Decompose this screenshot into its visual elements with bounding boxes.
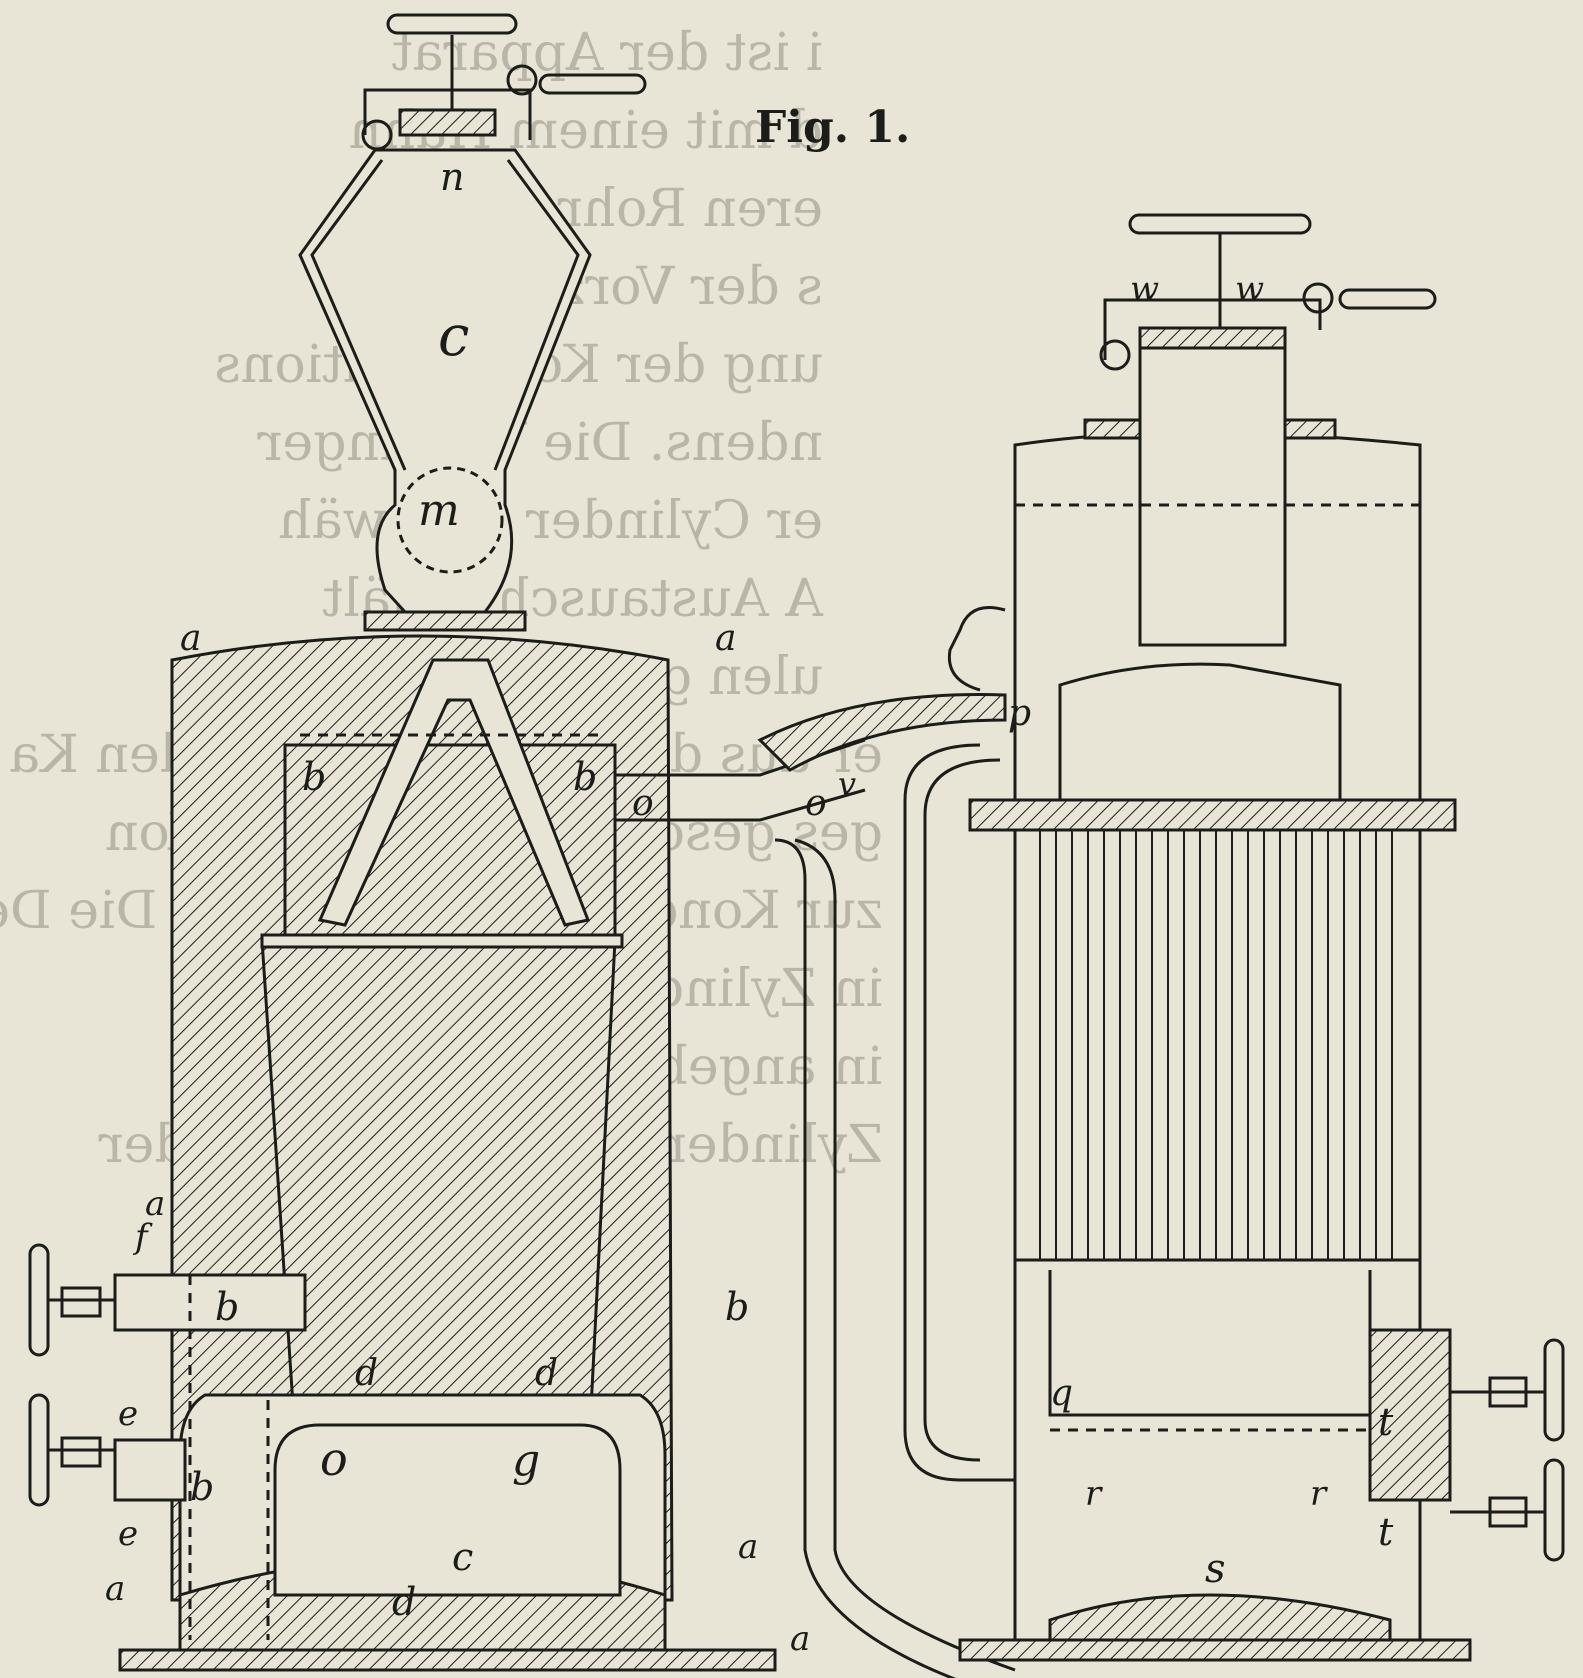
top-valve-yoke [363, 88, 532, 140]
label-o-left: o [632, 783, 654, 824]
label-d-right: d [535, 1353, 558, 1394]
label-a-base-right: a [738, 1527, 758, 1567]
label-e-lower: e [118, 1514, 138, 1554]
label-c-funnel: c [438, 304, 469, 369]
neck-ball [396, 466, 504, 574]
top-valve-pivot-right [506, 64, 538, 96]
label-g: g [512, 1435, 540, 1486]
right-base-plate [958, 1638, 1472, 1662]
right-top-pivot-left [1099, 339, 1131, 371]
right-lower-handwheel [1543, 1458, 1565, 1562]
label-a-top-right: a [715, 618, 736, 659]
label-c-base: c [452, 1535, 473, 1579]
top-bypass [947, 606, 1006, 692]
lower-handwheel [28, 1393, 50, 1507]
right-top-pivot-right [1302, 282, 1334, 314]
right-top-lever [1338, 288, 1437, 310]
label-r-right: r [1310, 1474, 1328, 1514]
upper-left-port [113, 1273, 307, 1332]
label-v: v [838, 765, 856, 803]
label-w-left: w [1130, 269, 1159, 309]
hopper-shell [298, 148, 592, 614]
label-b-mid-left: b [215, 1285, 239, 1329]
upper-handwheel [28, 1243, 50, 1357]
label-a-left-lower: a [105, 1569, 125, 1609]
hopper-inner [310, 159, 580, 471]
label-b-upper-right: b [573, 755, 597, 799]
ghost-text-line: ndens. Die Vorsänger [257, 413, 823, 473]
right-top-handwheel [1128, 213, 1312, 235]
left-valves [28, 1243, 115, 1507]
label-w-right: w [1235, 269, 1264, 309]
top-valve-block [398, 108, 497, 137]
label-a-left-upper: a [145, 1184, 165, 1224]
label-o-right: o [805, 783, 827, 824]
top-valve-handwheel [386, 13, 518, 35]
ghost-text-line: er Cylinder G gewäh [278, 491, 823, 551]
tube-bundle [1013, 828, 1422, 1262]
inner-return-pipe [903, 743, 1015, 1482]
label-b-mid-right: b [725, 1285, 749, 1329]
upper-transfer-pipe [757, 693, 1007, 772]
right-apparatus [958, 213, 1565, 1662]
top-valve-pivot-left [361, 119, 393, 151]
bottom-plate [118, 1648, 777, 1672]
right-lower-casing [1368, 1328, 1452, 1502]
label-r-left: r [1085, 1474, 1103, 1514]
grate-ring [260, 933, 624, 949]
label-p: p [1008, 693, 1031, 734]
top-valve-lever [538, 73, 647, 95]
label-t-lower: t [1378, 1510, 1394, 1554]
flange-top-rim [363, 610, 527, 632]
label-a-base-far-right: a [790, 1619, 810, 1659]
lower-left-port [113, 1438, 187, 1502]
lower-valve-body [60, 1436, 102, 1468]
inner-shoulder [1058, 662, 1342, 800]
part-labels: n m c a a b b o o v p w w a f b b d d e … [105, 155, 1394, 1659]
label-e-upper: e [118, 1394, 138, 1434]
descending-pipe [774, 838, 1016, 1678]
label-b-upper-left: b [302, 755, 326, 799]
left-apparatus [113, 610, 777, 1672]
inner-cylinder [1138, 343, 1287, 647]
label-m: m [418, 485, 460, 536]
hopper [298, 13, 647, 614]
lower-wedge [1048, 1593, 1392, 1642]
label-t-upper: t [1378, 1400, 1394, 1444]
label-d-left: d [355, 1353, 378, 1394]
inner-cylinder-cap [1138, 326, 1287, 350]
ash-opening [273, 1423, 622, 1597]
inner-cone [317, 658, 591, 927]
figure-title: Fig. 1. [755, 102, 910, 153]
label-b-lower-left: b [190, 1465, 214, 1509]
label-o-chamber: o [320, 1432, 348, 1486]
tube-bundle-tubes [1039, 830, 1393, 1260]
upper-valve-body [60, 1286, 102, 1318]
label-a-top-left: a [180, 618, 201, 659]
right-top-yoke [1103, 298, 1322, 360]
mid-flange [968, 798, 1457, 832]
label-d-base: d [392, 1580, 416, 1624]
label-n: n [440, 155, 464, 199]
right-upper-handwheel [1543, 1338, 1565, 1442]
connecting-pipes [615, 606, 1016, 1678]
label-s: s [1205, 1546, 1226, 1592]
label-q: q [1050, 1373, 1073, 1414]
